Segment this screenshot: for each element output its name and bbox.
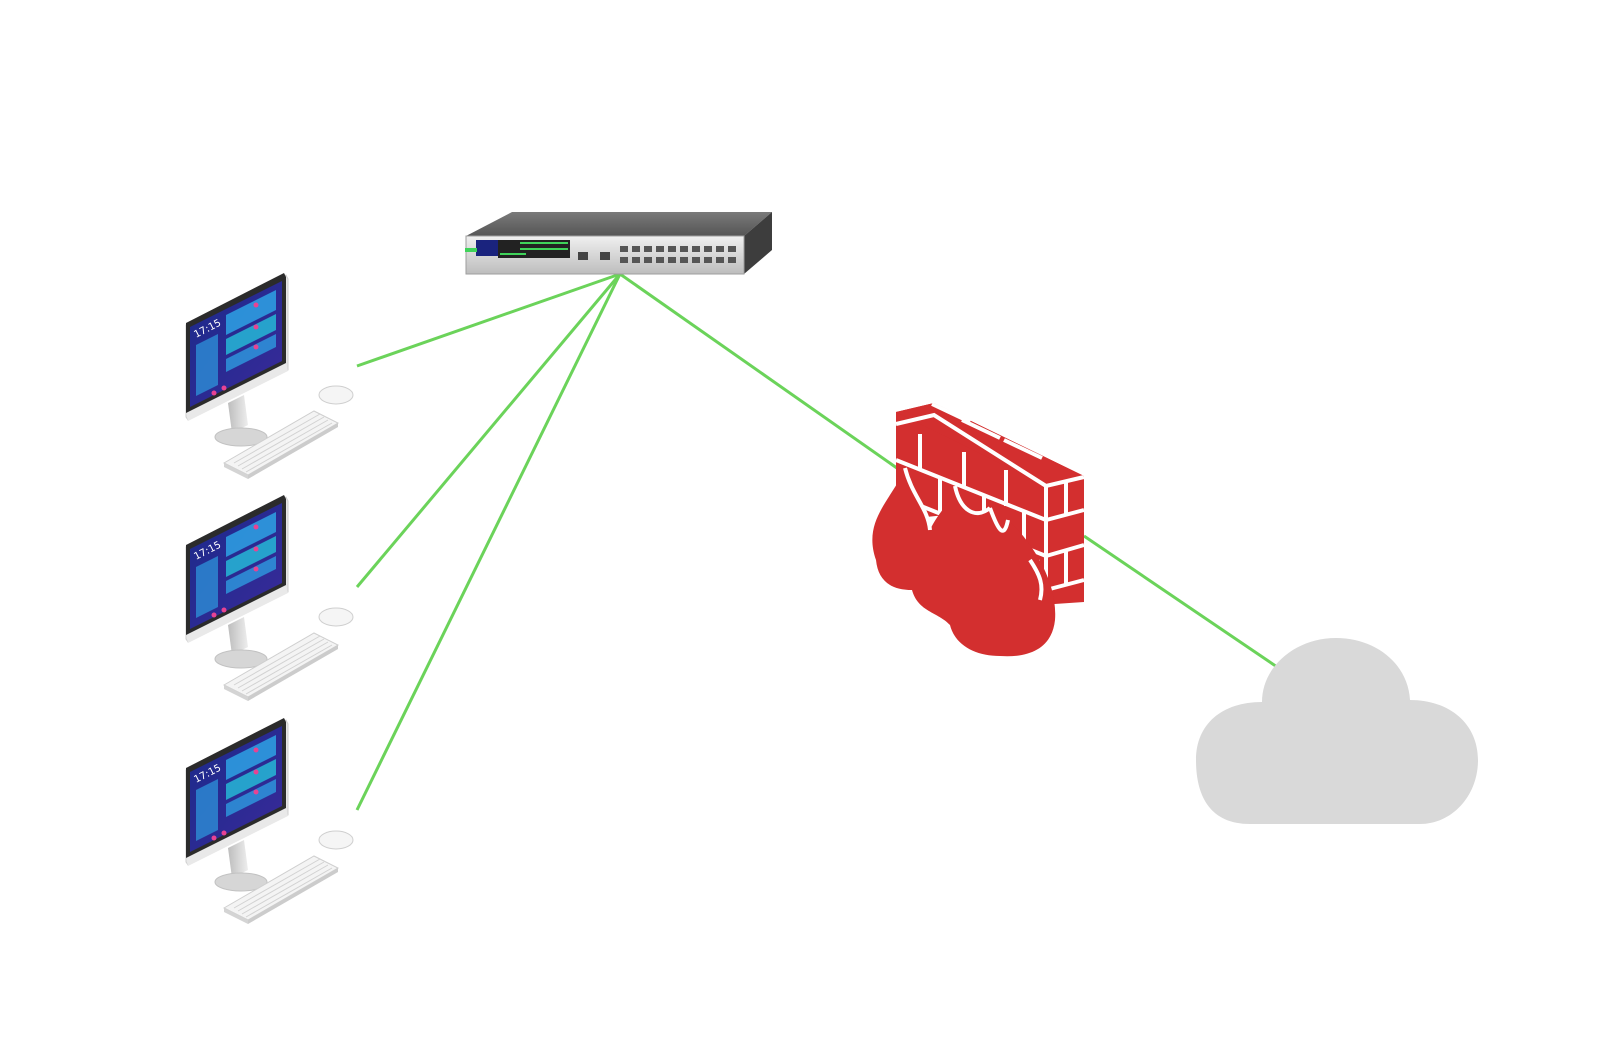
link-firewall-cloud: [1083, 534, 1284, 673]
desktop-computer-icon[interactable]: 17:15: [185, 717, 354, 925]
firewall-icon[interactable]: [872, 402, 1085, 657]
desktop-computer-icon[interactable]: 17:15: [185, 272, 354, 480]
network-switch-icon[interactable]: [465, 212, 772, 275]
desktop-computer-icon[interactable]: 17:15: [185, 494, 354, 702]
cloud-icon[interactable]: [1196, 638, 1478, 824]
link-pc1-switch: [356, 272, 621, 368]
link-switch-firewall: [619, 272, 905, 475]
link-pc2-switch: [355, 273, 622, 588]
connection-lines: [355, 272, 1284, 811]
link-pc3-switch: [355, 273, 622, 811]
